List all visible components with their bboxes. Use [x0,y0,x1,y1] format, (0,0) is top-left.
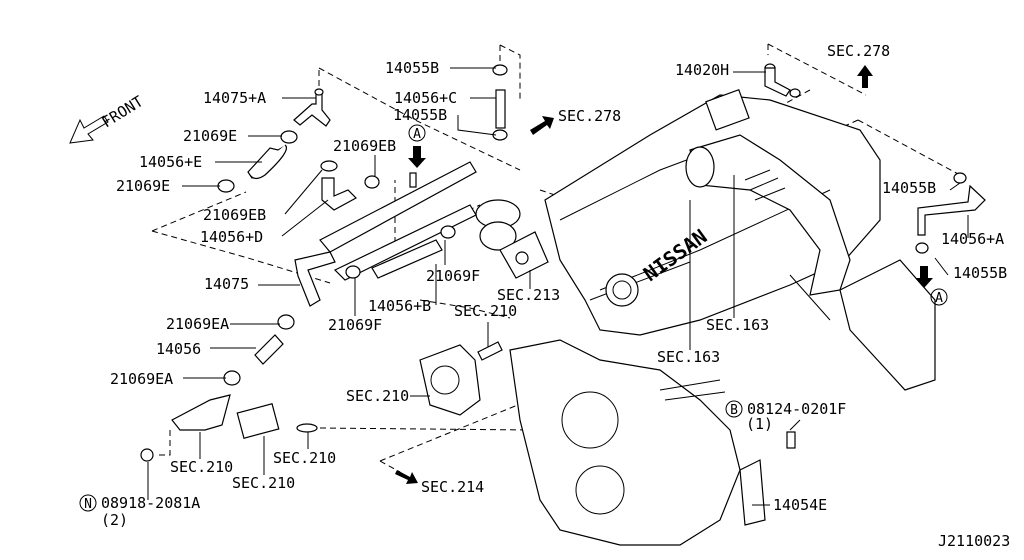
callout-21069f: 21069F [426,267,480,285]
leader-lines [147,67,969,506]
hose-assembly-top [492,63,801,141]
arrow-right-icon [530,116,554,135]
section-ref-213: SEC.213 [497,286,560,304]
callout-14020h: 14020H [675,61,729,79]
callout-21069ea: 21069EA [110,370,173,388]
svg-text:B: B [730,403,738,418]
callout-14056-e: 14056+E [139,153,202,171]
ref-marker-a: A [408,124,426,142]
section-ref-163: SEC.163 [706,316,769,334]
nut-callout: N 08918-2081A (2) [79,494,200,529]
water-pipe-rail [319,161,477,281]
callout-21069f: 21069F [328,316,382,334]
bolt-part-number: 08124-0201F [747,400,846,418]
arrow-down-icon [915,266,933,288]
arrow-right-icon [395,470,418,484]
hose-assembly-left [140,88,380,462]
callout-21069ea: 21069EA [166,315,229,333]
section-ref-278: SEC.278 [827,42,890,60]
callout-14056-a: 14056+A [941,230,1004,248]
section-ref-163: SEC.163 [657,348,720,366]
callout-14056: 14056 [156,340,201,358]
callout-14056-c: 14056+C [394,89,457,107]
callout-14054e: 14054E [773,496,827,514]
front-label: FRONT [99,92,147,131]
section-ref-210: SEC.210 [346,387,409,405]
callout-21069e: 21069E [183,127,237,145]
section-ref-278: SEC.278 [558,107,621,125]
callout-14055b: 14055B [385,59,439,77]
nut-quantity: (2) [101,511,128,529]
front-arrow-icon [69,115,109,144]
svg-text:N: N [84,497,92,512]
transmission-housing [419,339,796,546]
arrow-up-icon [857,65,873,88]
hose-assembly-right [915,172,986,254]
callout-14056-d: 14056+D [200,228,263,246]
callout-21069eb: 21069EB [333,137,396,155]
bolt-quantity: (1) [746,415,773,433]
callout-14056-b: 14056+B [368,297,431,315]
svg-text:A: A [935,291,943,306]
section-ref-210: SEC.210 [273,449,336,467]
callout-21069eb: 21069EB [203,206,266,224]
callout-14075-a: 14075+A [203,89,266,107]
engine-outline: NISSAN [544,88,936,391]
valve-body [475,199,549,279]
arrow-down-icon [408,146,426,168]
callout-14075: 14075 [204,275,249,293]
callout-14055b: 14055B [882,179,936,197]
svg-text:A: A [413,127,421,142]
dashed-reference-lines [151,43,961,473]
section-ref-210: SEC.210 [454,302,517,320]
callout-14055b: 14055B [953,264,1007,282]
ref-marker-a: A [930,288,948,306]
bolt-callout: B 08124-0201F (1) [725,400,846,433]
nut-part-number: 08918-2081A [101,494,200,512]
section-ref-210: SEC.210 [232,474,295,492]
section-ref-210: SEC.210 [170,458,233,476]
section-ref-214: SEC.214 [421,478,484,496]
drawing-code: J2110023 [938,532,1010,550]
callout-21069e: 21069E [116,177,170,195]
callout-14055b: 14055B [393,106,447,124]
